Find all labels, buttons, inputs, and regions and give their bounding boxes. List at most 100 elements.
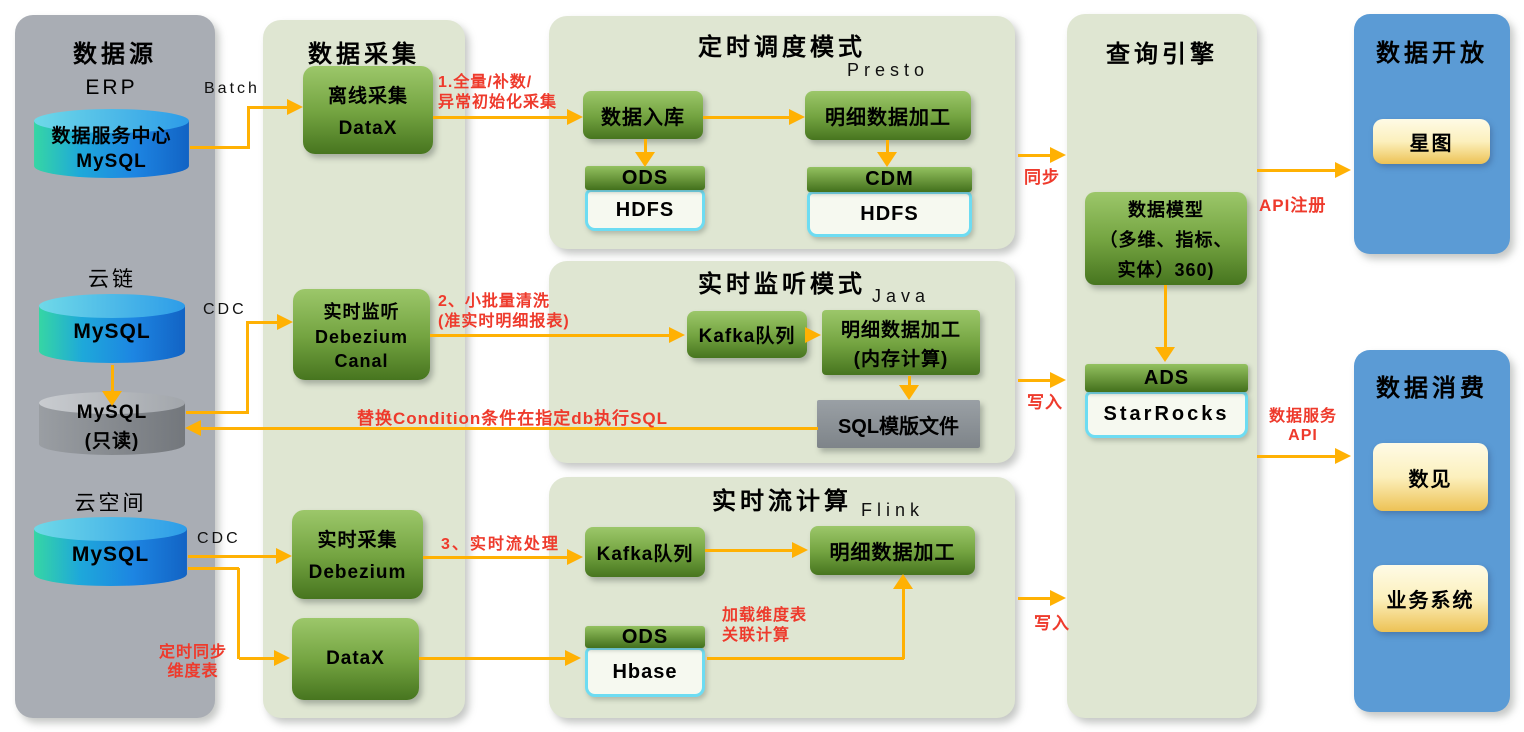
kafka-queue-box-stream: Kafka队列	[585, 527, 705, 577]
cylinder-shape	[34, 517, 187, 586]
yunspace-label: 云空间	[74, 492, 147, 515]
annotation-line: API	[1288, 427, 1318, 444]
cylinder-line: 数据服务中心	[51, 126, 172, 147]
data-open-title: 数据开放	[1376, 40, 1488, 67]
memory-process-box: 明细数据加工 (内存计算)	[822, 310, 980, 375]
arrow-dim-datax-head	[274, 650, 290, 666]
arrow-api-register-seg	[1257, 169, 1337, 172]
cdc-label-2: CDC	[197, 530, 241, 547]
arrow-write1-seg	[1018, 379, 1052, 382]
arrow-offline-ingest-head	[567, 109, 583, 125]
sql-template-box: SQL模版文件	[817, 400, 980, 448]
box-line: 数据入库	[601, 106, 685, 129]
annotation-line: (准实时明细报表)	[438, 313, 570, 330]
arrow-memory-sql-head	[899, 385, 919, 400]
box-line: 数据模型	[1128, 199, 1204, 220]
cylinder-shape	[34, 109, 189, 178]
annotation-load-dim: 加载维度表 关联计算	[722, 606, 807, 646]
api-register-label: API注册	[1259, 196, 1327, 215]
cylinder-text: MySQL (只读)	[38, 391, 186, 457]
arrow-model-ads-head	[1155, 347, 1175, 362]
cylinder-text: MySQL	[38, 293, 186, 365]
stream-mode-title: 实时流计算	[712, 488, 852, 515]
arrow-cdc-realtime-seg	[188, 555, 278, 558]
panel-data-consume	[1354, 350, 1510, 712]
arrow-sql-readonly-seg	[200, 427, 818, 430]
arrow-ingest-process-seg	[703, 116, 791, 119]
box-line: 明细数据加工	[825, 107, 951, 129]
annotation-line: 关联计算	[722, 627, 791, 644]
write-label-1: 写入	[1027, 393, 1063, 412]
box-line: Kafka队列	[698, 326, 796, 347]
annotation-line: 异常初始化采集	[438, 94, 558, 111]
stream-process-box: 明细数据加工	[810, 526, 975, 575]
readonly-mysql-cylinder: MySQL (只读)	[38, 391, 186, 457]
box-line: Kafka队列	[596, 543, 694, 565]
cylinder-text: MySQL	[33, 516, 188, 588]
arrow-hbase-stream-seg	[707, 657, 904, 660]
box-line: DataX	[326, 648, 385, 669]
hbase-store: Hbase	[585, 647, 705, 697]
annotation-stream-process: 3、实时流处理	[441, 536, 560, 553]
arrow-cdc-realtime-head	[276, 548, 292, 564]
arrow-listen-kafka-head	[669, 327, 685, 343]
ods-layer-bar: ODS	[585, 166, 705, 190]
arrow-kafka-stream-head	[792, 542, 808, 558]
annotation-line: 加载维度表	[722, 607, 808, 624]
arrow-ingest-ods-head	[635, 152, 655, 167]
arrow-dim-datax-seg	[237, 568, 240, 659]
box-line: （多维、指标、	[1099, 229, 1233, 250]
kafka-queue-box-listen: Kafka队列	[687, 311, 807, 358]
arrow-datax-hbase-seg	[419, 657, 567, 660]
datax-box: DataX	[292, 618, 419, 700]
flink-label: Flink	[860, 500, 924, 520]
query-engine-title: 查询引擎	[1106, 41, 1218, 68]
cylinder-line: MySQL	[71, 543, 150, 566]
arrow-ingest-process-head	[789, 109, 805, 125]
yunspace-mysql-cylinder: MySQL	[33, 516, 188, 588]
arrow-datax-hbase-head	[565, 650, 581, 666]
arrow-realtime-kafka-head	[567, 549, 583, 565]
arrow-dim-datax-seg	[239, 657, 276, 660]
batch-process-box: 明细数据加工	[805, 91, 971, 140]
cylinder-line: MySQL	[73, 320, 151, 343]
erp-label: ERP	[85, 76, 138, 99]
arrow-data-service-head	[1335, 448, 1351, 464]
arrow-memory-sql-seg	[908, 376, 911, 387]
offline-collect-box: 离线采集 DataX	[303, 66, 433, 154]
arrow-hbase-stream-head	[893, 574, 913, 589]
box-line: 实时采集	[317, 530, 398, 551]
arrow-yunlian-readonly-head	[102, 391, 122, 406]
cdc-label-1: CDC	[203, 301, 247, 318]
arrow-api-register-head	[1335, 162, 1351, 178]
arrow-data-service-seg	[1257, 455, 1337, 458]
box-line: 实时监听	[323, 301, 400, 322]
arrow-cdc-listen-seg	[246, 321, 249, 414]
arrow-sync-head	[1050, 147, 1066, 163]
box-line: 实体）360)	[1117, 259, 1215, 280]
arrow-erp-offline-seg	[247, 106, 250, 148]
annotation-small-batch: 2、小批量清洗 (准实时明细报表)	[438, 292, 570, 332]
cylinder-line: (只读)	[84, 430, 140, 452]
hdfs-store-ods: HDFS	[585, 189, 705, 231]
box-line: DataX	[338, 117, 398, 139]
arrow-kafka-memory-head	[805, 327, 821, 343]
box-line: 明细数据加工	[829, 542, 956, 564]
arrow-write2-head	[1050, 590, 1066, 606]
arrow-hbase-stream-seg	[902, 587, 905, 659]
box-line: Debezium	[308, 562, 407, 583]
box-line: 明细数据加工	[840, 319, 961, 341]
erp-mysql-cylinder: 数据服务中心 MySQL	[33, 108, 190, 180]
listen-mode-title: 实时监听模式	[698, 271, 866, 298]
arrow-cdc-listen-seg	[186, 411, 247, 414]
arrow-sql-readonly-head	[185, 420, 201, 436]
xingtu-box: 星图	[1373, 119, 1490, 164]
sync-label: 同步	[1024, 168, 1060, 187]
annotation-line: 1.全量/补数/	[438, 74, 533, 91]
arrow-ingest-ods-seg	[644, 139, 647, 154]
batch-mode-title: 定时调度模式	[698, 34, 866, 61]
box-line: (内存计算)	[853, 348, 949, 370]
business-system-box: 业务系统	[1373, 565, 1488, 632]
yunlian-label: 云链	[88, 268, 136, 291]
batch-label: Batch	[204, 80, 260, 97]
